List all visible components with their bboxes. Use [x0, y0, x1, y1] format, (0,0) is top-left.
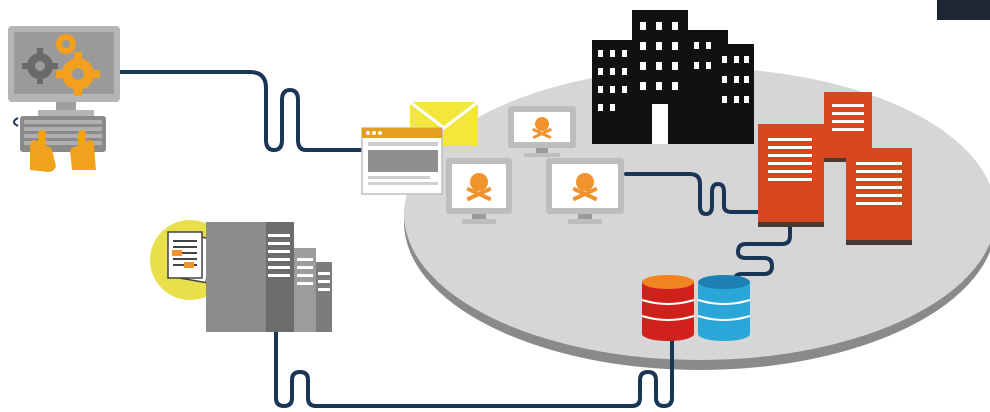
server-tower-icon: [846, 148, 912, 245]
external-server-icon: [206, 222, 332, 332]
gear-icon: [22, 34, 100, 96]
database-icon: [641, 275, 695, 341]
browser-window-icon: [361, 127, 443, 195]
skull-crossbones-icon: [532, 117, 552, 140]
office-building-icon: [592, 10, 754, 144]
skull-crossbones-icon: [572, 173, 598, 202]
skull-crossbones-icon: [466, 173, 492, 202]
database-icon: [697, 275, 751, 341]
infected-monitor-icon: [446, 158, 512, 224]
infected-monitor-icon: [508, 106, 576, 157]
cable-attacker-to-browser: [118, 70, 364, 152]
infected-monitor-icon: [546, 158, 624, 224]
cable-server-to-database: [732, 218, 792, 284]
corner-tile: [937, 0, 990, 20]
server-tower-icon: [758, 124, 824, 227]
hands-icon: [30, 130, 96, 172]
network-cables: [118, 70, 792, 408]
attacker-workstation-icon: [8, 26, 120, 172]
cable-external-to-database: [274, 328, 674, 408]
cable-monitor-to-server: [624, 172, 762, 216]
